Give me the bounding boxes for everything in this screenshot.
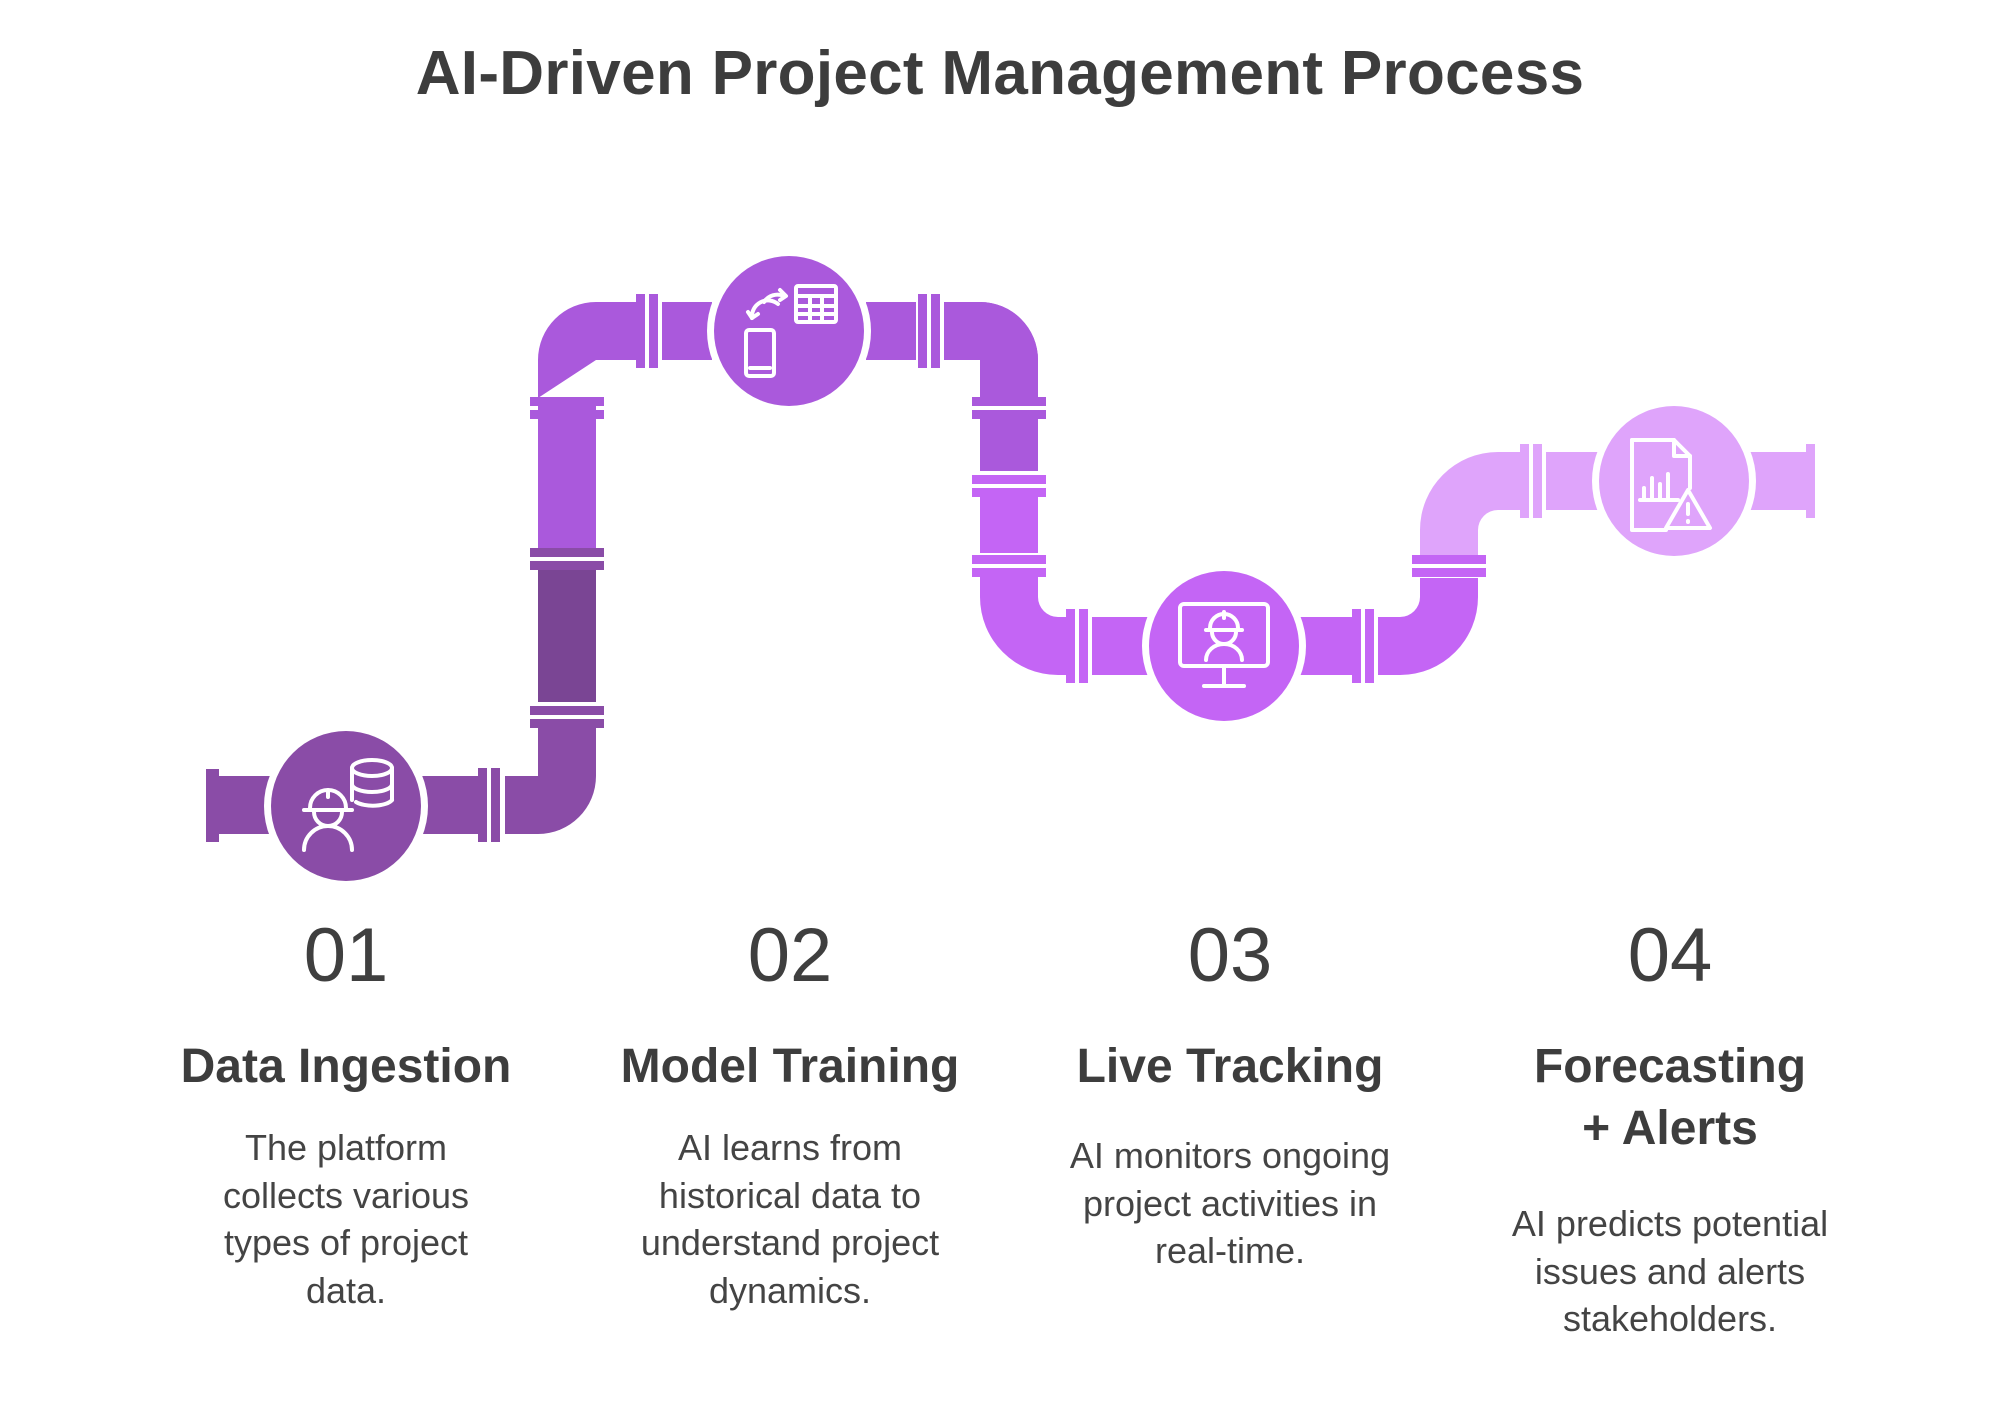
pipe-segment-1	[206, 548, 604, 842]
page-title: AI-Driven Project Management Process	[415, 39, 1585, 108]
step-description: AI monitors ongoing project activities i…	[1069, 1135, 1391, 1272]
step-4: 04 Forecasting + Alerts AI predicts pote…	[1480, 918, 1860, 1358]
step-3-node	[1142, 564, 1306, 728]
step-number: 03	[1187, 913, 1273, 998]
pipe-segment-3	[972, 475, 1486, 683]
pipe-segment-2	[530, 294, 1046, 548]
step-4-node	[1592, 399, 1756, 563]
pipe-segment-4	[1420, 444, 1815, 555]
step-number: 02	[747, 913, 833, 998]
step-3: 03 Live Tracking AI monitors ongoing pro…	[1040, 918, 1420, 1338]
step-number: 01	[303, 913, 389, 998]
step-description: AI predicts potential issues and alerts …	[1511, 1203, 1829, 1340]
step-number: 04	[1627, 913, 1713, 998]
pipeline-diagram	[206, 249, 1815, 888]
step-1: 01 Data Ingestion The platform collects …	[160, 918, 532, 1338]
step-1-node	[264, 724, 428, 888]
report-warning-icon	[1630, 438, 1712, 532]
step-title: Forecasting + Alerts	[1533, 1040, 1807, 1156]
step-description: AI learns from historical data to unders…	[640, 1127, 940, 1311]
worker-database-icon	[302, 758, 394, 852]
step-title: Data Ingestion	[180, 1040, 512, 1093]
step-2-node	[707, 249, 871, 413]
step-title: Live Tracking	[1076, 1040, 1384, 1093]
monitor-worker-icon	[1178, 602, 1270, 688]
step-title: Model Training	[620, 1040, 960, 1093]
step-description: The platform collects various types of p…	[222, 1127, 470, 1311]
phone-table-sync-icon	[744, 284, 838, 378]
step-2: 02 Model Training AI learns from histori…	[600, 918, 980, 1338]
